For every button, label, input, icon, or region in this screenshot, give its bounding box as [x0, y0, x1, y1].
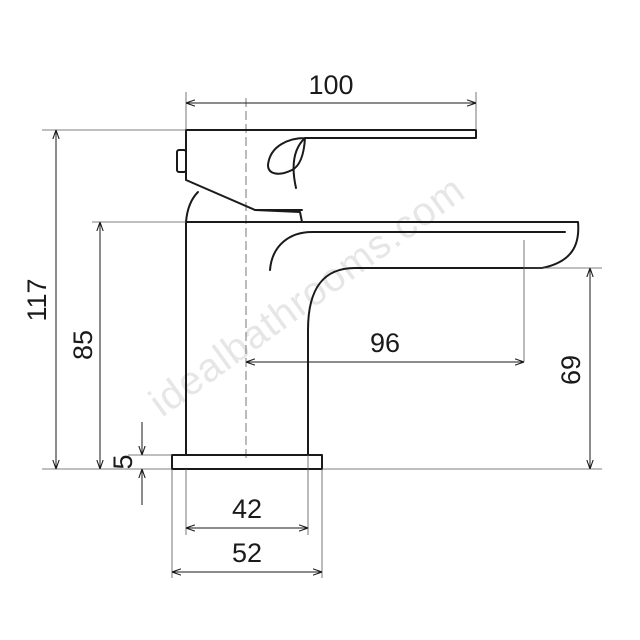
- dim-label-body-width: 42: [232, 494, 262, 524]
- tap-outline: [171, 129, 580, 470]
- dim-label-overall-width: 100: [308, 70, 353, 100]
- neck-arc: [185, 191, 199, 223]
- tap-body-spout: [185, 221, 580, 456]
- dim-label-base-width: 52: [232, 538, 262, 568]
- dim-label-spout-reach: 96: [370, 328, 400, 358]
- handle-grip: [267, 137, 306, 175]
- handle-cap: [176, 149, 187, 173]
- extension-lines: [42, 92, 602, 578]
- base-plate: [171, 454, 323, 470]
- dim-label-base-thickness: 5: [108, 454, 138, 469]
- dim-label-spout-height: 69: [556, 355, 586, 385]
- handle-lever: [185, 129, 477, 189]
- dim-label-total-height: 117: [22, 278, 52, 321]
- spout-highlight: [269, 231, 566, 271]
- dim-label-body-height: 85: [68, 330, 98, 360]
- neck-collar: [254, 209, 303, 223]
